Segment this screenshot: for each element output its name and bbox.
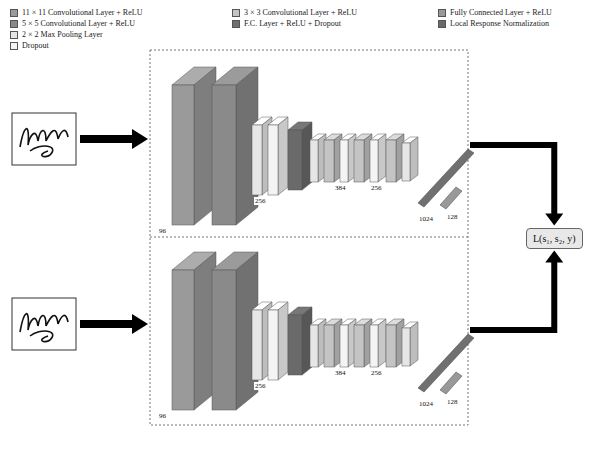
legend-row: 2 × 2 Max Pooling Layer (10, 30, 103, 39)
output-arrowhead (545, 214, 563, 226)
layer-size-label: 256 (254, 382, 267, 390)
signature-stroke (20, 314, 68, 342)
legend-swatch (438, 9, 446, 17)
layer-front-face (268, 125, 278, 195)
layer-size-label: 384 (334, 184, 347, 192)
layer-front-face (288, 130, 302, 190)
layer-side-face (410, 322, 418, 366)
fc-bar (440, 372, 462, 394)
layer-front-face (252, 310, 262, 380)
signature-frame (12, 113, 76, 165)
input-arrowhead (132, 129, 148, 149)
legend-row: 5 × 5 Convolutional Layer + ReLU (10, 19, 135, 28)
legend-text: Local Response Normalization (450, 19, 549, 28)
layer-front-face (172, 85, 194, 225)
legend-swatch (10, 20, 18, 28)
layer-front-face (268, 310, 278, 380)
signature-stroke (20, 129, 68, 157)
legend-row: 3 × 3 Convolutional Layer + ReLU (232, 8, 357, 17)
input-arrow (80, 135, 134, 143)
legend-row: Dropout (10, 41, 49, 50)
layer-size-label: 256 (370, 369, 383, 377)
layer-side-face (278, 302, 288, 380)
layer-front-face (310, 140, 318, 182)
layer-front-face (354, 140, 364, 182)
layer-front-face (310, 325, 318, 367)
legend-row: Local Response Normalization (438, 19, 549, 28)
legend-text: Fully Connected Layer + ReLU (450, 8, 552, 17)
legend-text: F.C. Layer + ReLU + Dropout (244, 19, 341, 28)
legend-row: Fully Connected Layer + ReLU (438, 8, 552, 17)
layer-size-label: 256 (370, 184, 383, 192)
layer-front-face (288, 315, 302, 375)
branch-frame (150, 50, 468, 425)
layer-side-face (378, 319, 386, 367)
layer-size-label: 128 (446, 213, 459, 221)
legend-swatch (438, 20, 446, 28)
layer-front-face (402, 328, 410, 366)
branch-divider (150, 237, 468, 238)
output-arrow (470, 261, 554, 331)
layer-side-face (378, 134, 386, 182)
legend-swatch (10, 42, 18, 50)
layer-front-face (212, 85, 236, 225)
output-arrow (470, 145, 554, 216)
layer-front-face (354, 325, 364, 367)
layer-size-label: 128 (446, 398, 459, 406)
legend-text: 11 × 11 Convolutional Layer + ReLU (22, 8, 142, 17)
legend-text: 3 × 3 Convolutional Layer + ReLU (244, 8, 357, 17)
legend-text: 5 × 5 Convolutional Layer + ReLU (22, 19, 135, 28)
layer-front-face (386, 325, 396, 367)
layer-front-face (252, 125, 262, 195)
layer-front-face (370, 325, 378, 367)
layer-front-face (212, 270, 236, 410)
fc-bar (440, 187, 462, 209)
input-arrow (80, 320, 134, 328)
layer-size-label: 96 (158, 412, 167, 420)
legend-row: F.C. Layer + ReLU + Dropout (232, 19, 341, 28)
layer-front-face (340, 325, 348, 367)
legend-swatch (232, 9, 240, 17)
layer-front-face (370, 140, 378, 182)
layer-side-face (410, 137, 418, 181)
input-arrowhead (132, 314, 148, 334)
layer-side-face (278, 117, 288, 195)
layer-size-label: 1024 (418, 215, 434, 223)
legend-swatch (10, 9, 18, 17)
layer-size-label: 96 (158, 227, 167, 235)
layer-size-label: 1024 (418, 400, 434, 408)
signature-frame (12, 298, 76, 350)
layer-front-face (324, 325, 334, 367)
loss-text: L(s₁, s₂, y) (533, 233, 576, 244)
layer-size-label: 256 (254, 197, 267, 205)
legend-row: 11 × 11 Convolutional Layer + ReLU (10, 8, 142, 17)
output-arrowhead (545, 251, 563, 263)
layer-front-face (340, 140, 348, 182)
layer-front-face (402, 143, 410, 181)
layer-front-face (324, 140, 334, 182)
legend-text: Dropout (22, 41, 49, 50)
legend-swatch (232, 20, 240, 28)
loss-box: L(s₁, s₂, y) (526, 228, 583, 249)
legend-swatch (10, 31, 18, 39)
layer-size-label: 384 (334, 369, 347, 377)
legend-text: 2 × 2 Max Pooling Layer (22, 30, 103, 39)
layer-front-face (172, 270, 194, 410)
layer-front-face (386, 140, 396, 182)
